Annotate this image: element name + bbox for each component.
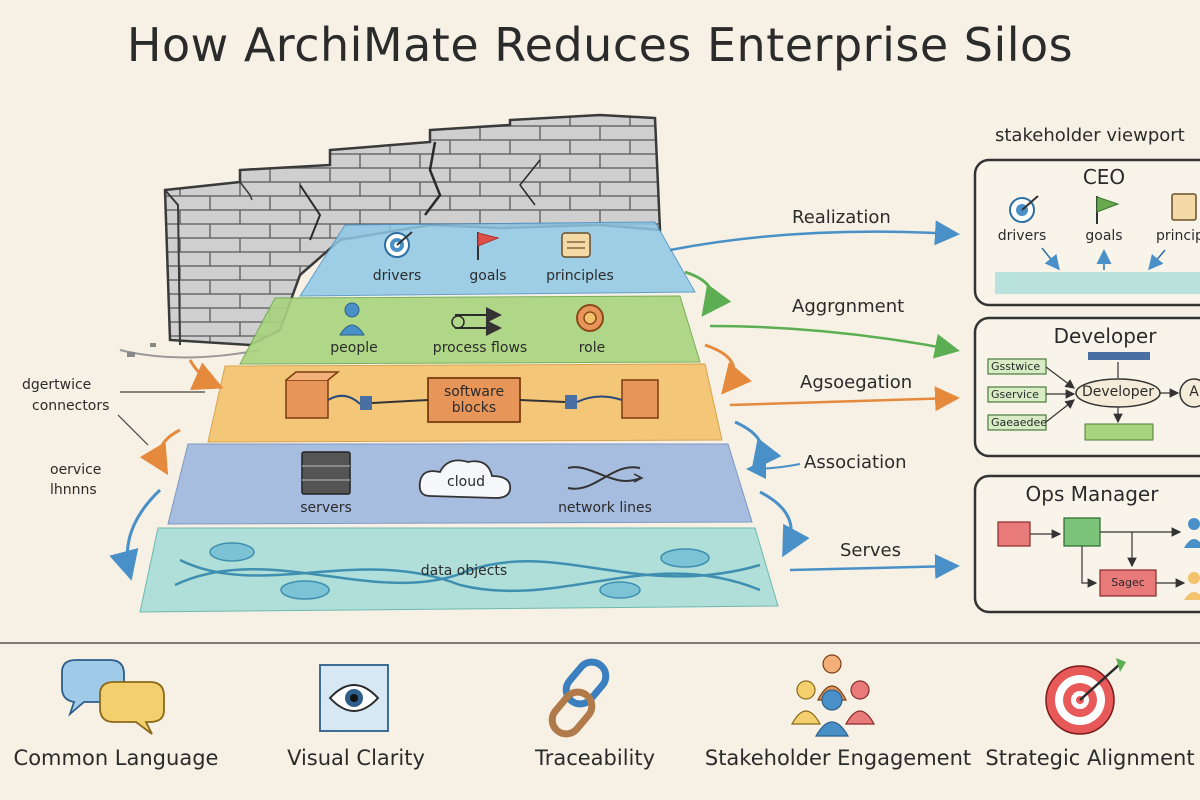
- layer-label-cloud: cloud: [447, 474, 485, 490]
- viewport-developer-title: Developer: [1053, 324, 1157, 348]
- developer-tag-1: Gsstwice: [991, 360, 1041, 373]
- layer-label-goals: goals: [469, 268, 507, 284]
- flag-icon: [1096, 196, 1120, 224]
- developer-node-label: Developer: [1081, 384, 1155, 400]
- developer-badge: A: [1189, 384, 1199, 400]
- annotation-connectors-line2: connectors: [32, 398, 110, 414]
- network-lines-icon: [567, 466, 644, 490]
- target-icon: [1009, 195, 1039, 223]
- relation-serves: Serves: [840, 540, 902, 561]
- software-block: [427, 377, 521, 423]
- flag-icon: [477, 232, 500, 260]
- developer-tag-3: Gaeaedee: [991, 416, 1048, 429]
- layer-label-drivers: drivers: [372, 268, 422, 284]
- ceo-item-drivers: drivers: [997, 228, 1047, 244]
- scroll-icon: [1171, 193, 1197, 221]
- target-icon: [384, 231, 413, 258]
- ops-box-label: Sagec: [1111, 576, 1145, 589]
- relation-agsoegation: Agsoegation: [800, 372, 913, 393]
- cloud-icon: [418, 459, 512, 499]
- server-icon: [301, 451, 351, 495]
- layer-label-network-lines: network lines: [558, 500, 652, 516]
- benefit-stakeholder-engagement: Stakeholder Engagement: [704, 746, 972, 770]
- layer-label-role: role: [578, 340, 606, 356]
- viewport-header: stakeholder viewport: [995, 125, 1185, 146]
- annotation-connectors-line1: dgertwice: [22, 377, 92, 393]
- layer-motivation: [299, 221, 696, 297]
- benefit-visual-clarity: Visual Clarity: [287, 746, 425, 770]
- silo-wall: [119, 113, 662, 359]
- viewport-ops-title: Ops Manager: [1025, 482, 1159, 506]
- relation-aggregation: Aggrgnment: [792, 296, 905, 317]
- developer-tag-2: Gservice: [991, 388, 1039, 401]
- annotation-service-line2: lhnnns: [50, 482, 97, 498]
- relation-realization: Realization: [792, 207, 891, 228]
- layer-label-data-objects: data objects: [420, 563, 508, 579]
- viewport-ceo-panel: [973, 158, 1200, 307]
- app-component-left: [285, 371, 341, 419]
- chain-link-icon: [548, 658, 610, 738]
- process-flow-icon: [451, 307, 502, 336]
- relation-association: Association: [804, 452, 907, 473]
- person-icon: [339, 302, 365, 336]
- layer-label-process-flows: process flows: [432, 340, 528, 356]
- viewport-ceo-title: CEO: [1082, 165, 1126, 189]
- benefit-strategic-alignment: Strategic Alignment: [985, 746, 1195, 770]
- benefit-common-language: Common Language: [13, 746, 219, 770]
- layer-label-people: people: [330, 340, 378, 356]
- ceo-item-principles: princip: [1156, 228, 1200, 244]
- eye-icon: [319, 664, 389, 732]
- target-arrow-icon: [1045, 658, 1126, 735]
- speech-bubbles-icon: [61, 659, 165, 735]
- plug-connector-icon: [327, 394, 623, 410]
- people-group-icon: [790, 654, 876, 737]
- annotation-service-line1: oervice: [50, 462, 102, 478]
- scroll-icon: [561, 232, 591, 258]
- ceo-item-goals: goals: [1085, 228, 1123, 244]
- app-component-right: [621, 379, 659, 419]
- benefit-traceability: Traceability: [534, 746, 656, 770]
- layer-label-principles: principles: [546, 268, 614, 284]
- page-title: How ArchiMate Reduces Enterprise Silos: [126, 18, 1074, 72]
- role-icon: [576, 304, 604, 332]
- person-icon: [1184, 518, 1200, 600]
- layer-label-servers: servers: [300, 500, 352, 516]
- software-blocks-label: software blocks: [443, 384, 505, 416]
